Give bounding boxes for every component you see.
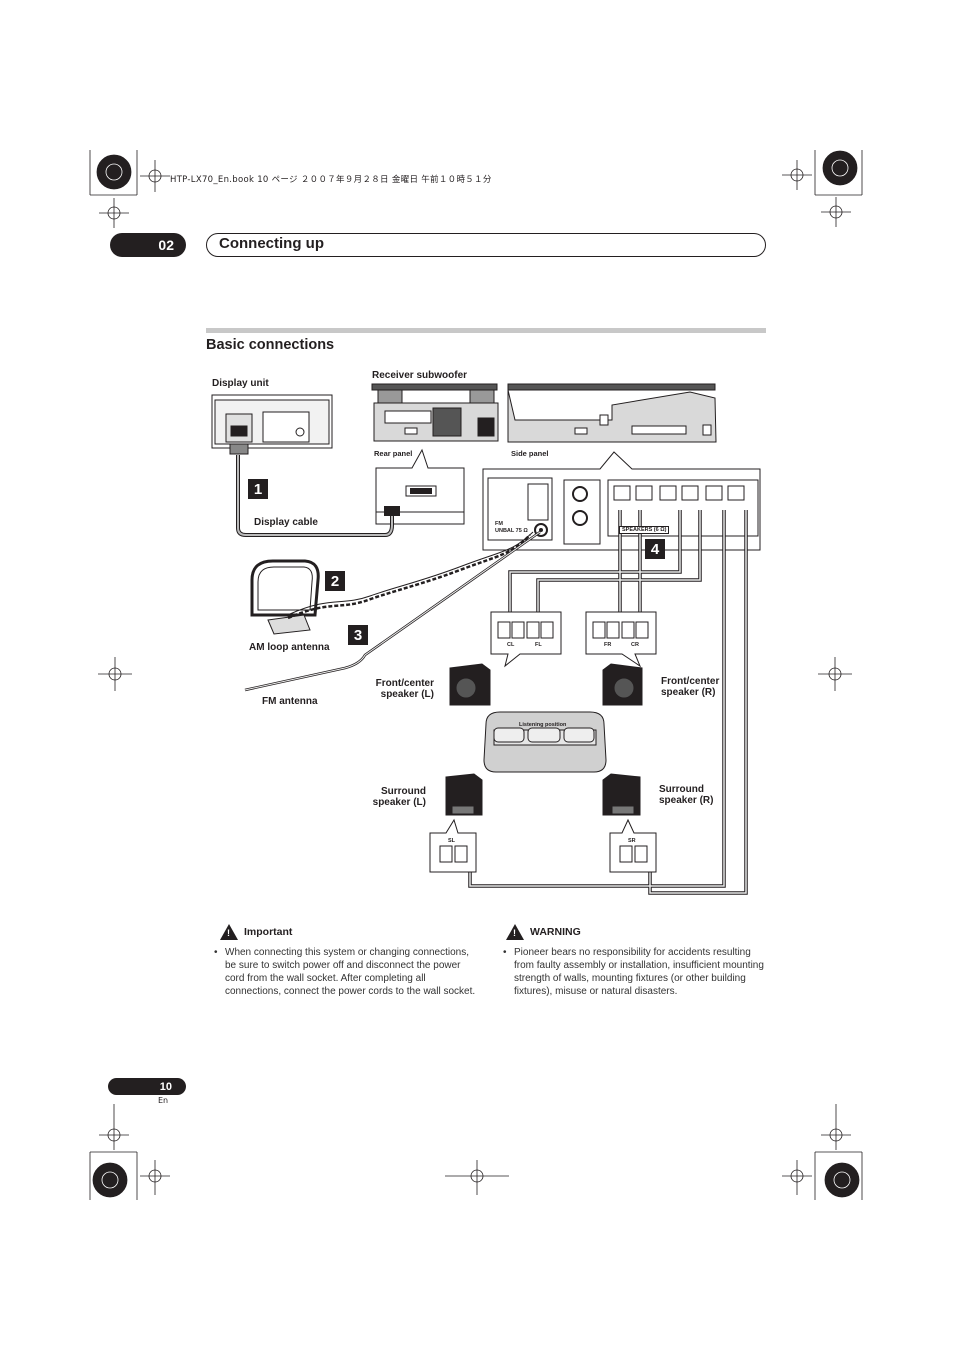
label-terminal-fr: FR (604, 642, 612, 648)
label-fm-terminal: FM (495, 521, 503, 527)
warning-text: Pioneer bears no responsibility for acci… (514, 947, 764, 997)
file-header: HTP-LX70_En.book 10 ページ ２００７年９月２８日 金曜日 午… (170, 175, 492, 185)
warning-heading-row: ! WARNING (506, 924, 581, 940)
label-terminal-sr: SR (628, 838, 636, 844)
page-number: 10 (108, 1078, 186, 1095)
label-display-cable: Display cable (254, 517, 318, 528)
step-4-badge: 4 (645, 539, 665, 559)
step-1-badge: 1 (248, 479, 268, 499)
warning-heading: WARNING (530, 926, 581, 938)
warning-bullet: • (503, 947, 507, 958)
label-rear-panel: Rear panel (374, 449, 413, 458)
listening-position-drawing (483, 711, 607, 773)
warning-note: • Pioneer bears no responsibility for ac… (503, 946, 768, 998)
label-listening-position: Listening position (519, 722, 567, 728)
label-display-unit: Display unit (212, 378, 269, 389)
label-front-center-l: Front/center speaker (L) (375, 678, 434, 700)
label-fm-unbal: UNBAL 75 Ω (495, 528, 528, 534)
surround-speaker-l (445, 773, 483, 816)
important-heading: Important (244, 926, 293, 938)
important-note: • When connecting this system or changin… (214, 946, 479, 998)
page-language: En (158, 1096, 169, 1105)
caution-icon: ! (220, 924, 238, 940)
label-surround-r: Surround speaker (R) (659, 784, 714, 806)
display-unit-drawing (211, 394, 333, 455)
surround-speaker-r (602, 773, 641, 816)
label-front-center-r: Front/center speaker (R) (661, 676, 720, 698)
important-text: When connecting this system or changing … (225, 947, 476, 997)
important-heading-row: ! Important (220, 924, 292, 940)
label-terminal-fl: FL (535, 642, 542, 648)
chapter-title-box: Connecting up (206, 233, 766, 257)
receiver-side-drawing (507, 383, 717, 443)
front-speaker-l (449, 663, 491, 706)
front-speaker-r (602, 663, 643, 706)
section-divider (206, 328, 766, 333)
label-speakers-terminal: SPEAKERS (6 Ω) (619, 526, 670, 534)
chapter-number: 02 (110, 233, 186, 257)
warning-icon: ! (506, 924, 524, 940)
label-am-loop-antenna: AM loop antenna (249, 642, 330, 653)
label-side-panel: Side panel (511, 449, 549, 458)
label-terminal-cr: CR (631, 642, 639, 648)
label-surround-l: Surround speaker (L) (372, 786, 426, 808)
label-fm-antenna: FM antenna (262, 696, 318, 707)
important-bullet: • (214, 947, 218, 958)
section-title: Basic connections (206, 337, 335, 353)
step-2-badge: 2 (325, 571, 345, 591)
label-terminal-sl: SL (448, 838, 456, 844)
label-receiver-subwoofer: Receiver subwoofer (372, 370, 468, 381)
chapter-title: Connecting up (219, 235, 324, 252)
receiver-rear-drawing (371, 383, 499, 442)
label-terminal-cl: CL (507, 642, 515, 648)
step-3-badge: 3 (348, 625, 368, 645)
